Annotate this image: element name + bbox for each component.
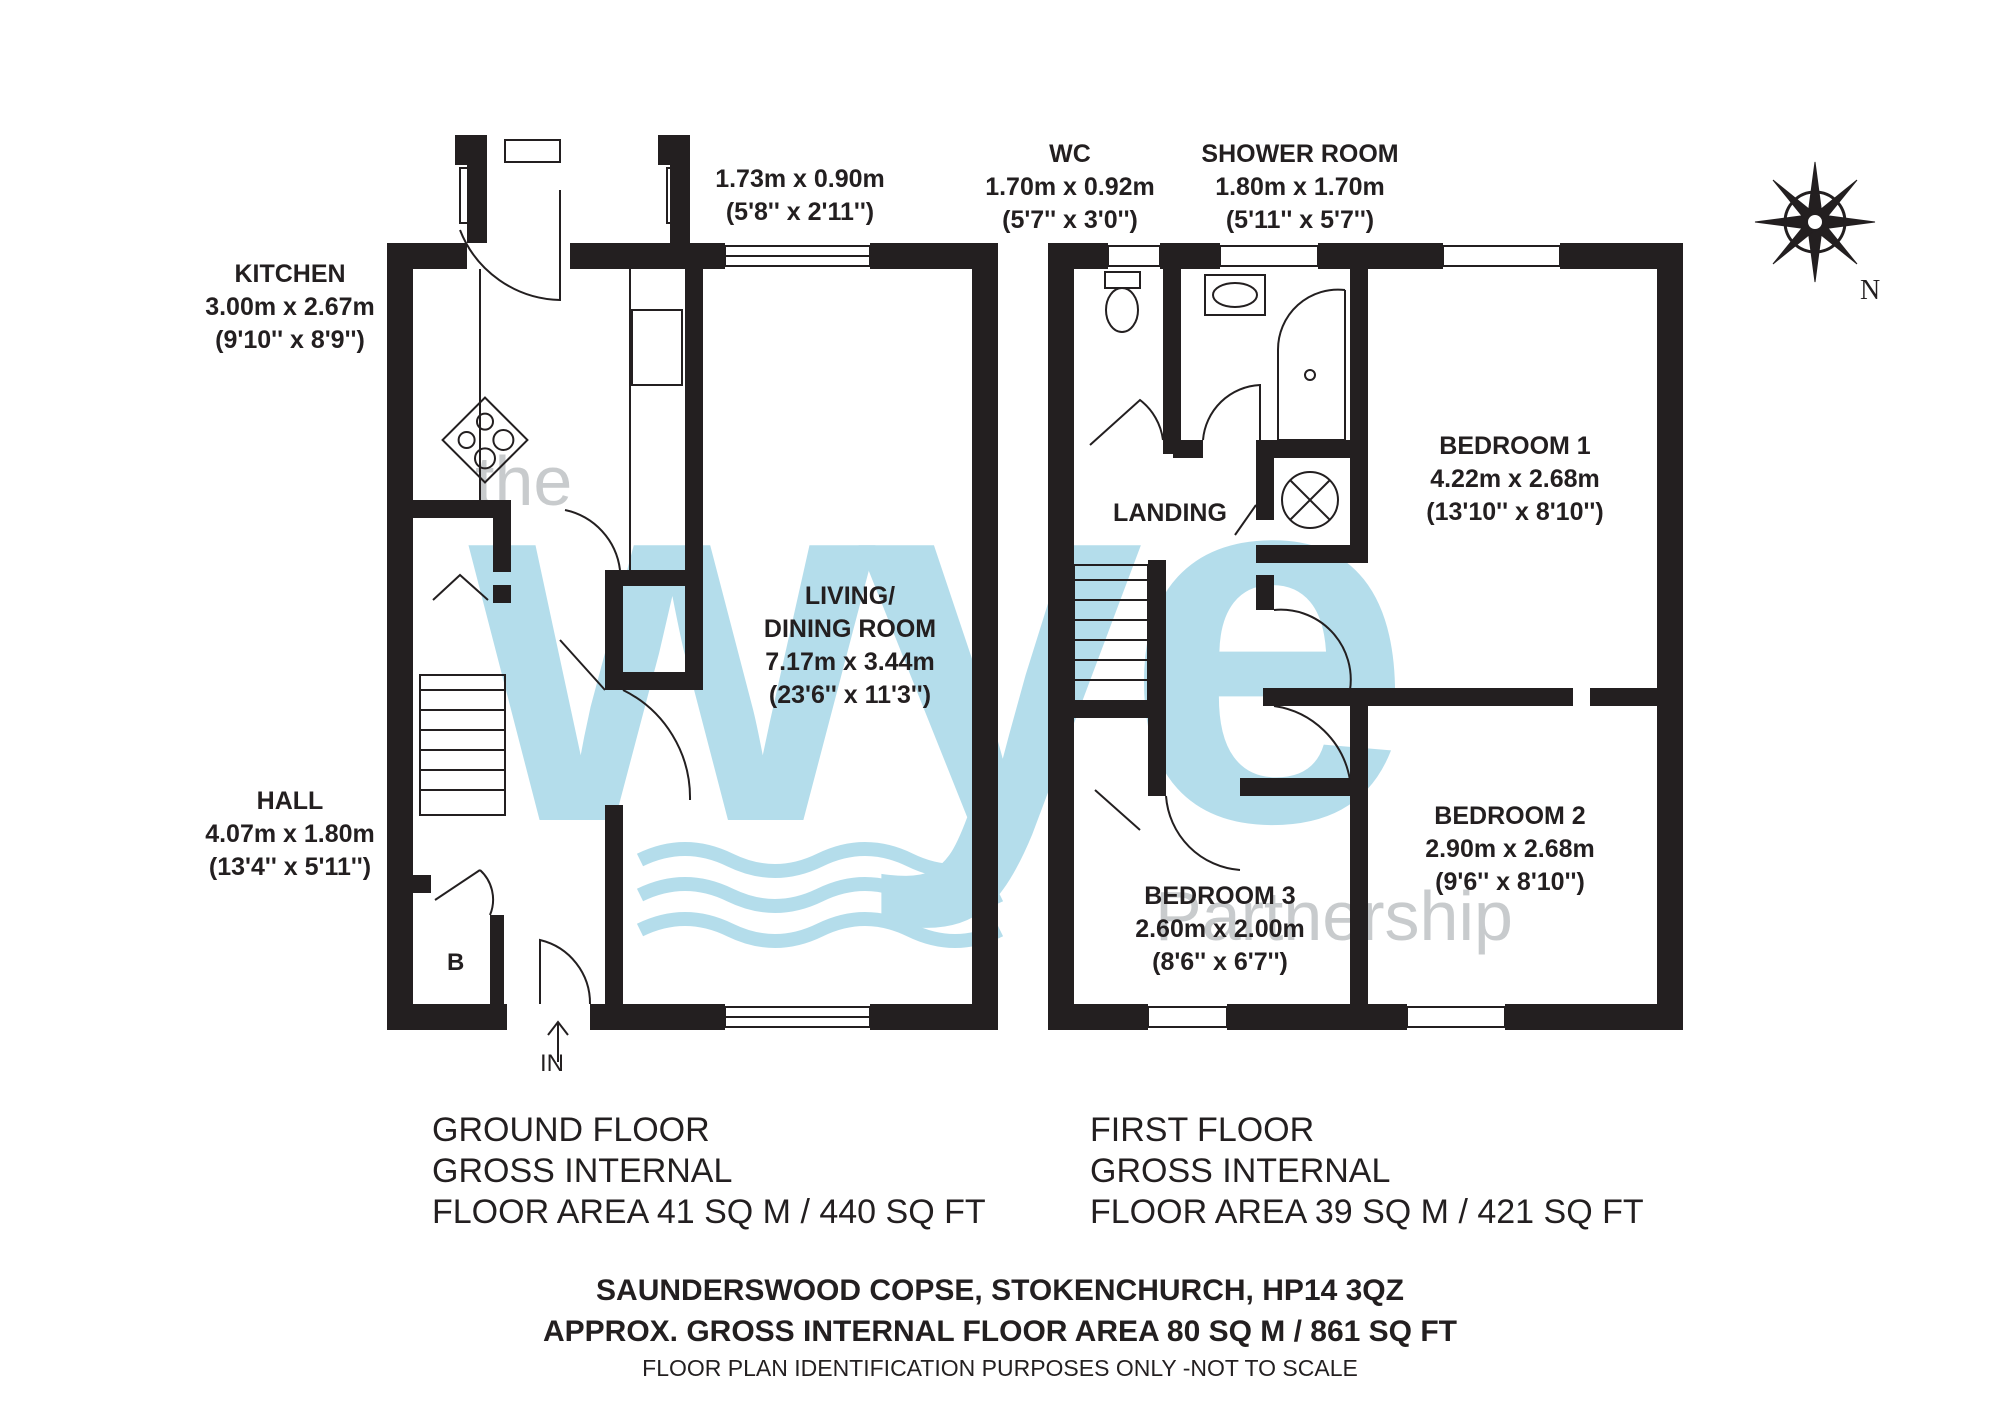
bedroom3-name: BEDROOM 3 xyxy=(1144,882,1296,910)
ground-summary-line1: GROUND FLOOR xyxy=(432,1111,710,1149)
hall-name: HALL xyxy=(256,787,324,815)
living-name-2: DINING ROOM xyxy=(763,615,937,643)
living-metric: 7.17m x 3.44m xyxy=(765,648,935,676)
ground-summary-line2: GROSS INTERNAL xyxy=(432,1152,733,1190)
bedroom1-imperial: (13'10'' x 8'10'') xyxy=(1426,498,1604,526)
address: SAUNDERSWOOD COPSE, STOKENCHURCH, HP14 3… xyxy=(596,1274,1404,1307)
wc-label: WC 1.70m x 0.92m (5'7'' x 3'0'') xyxy=(960,138,1180,237)
bedroom1-metric: 4.22m x 2.68m xyxy=(1430,465,1600,493)
living-name-1: LIVING/ xyxy=(804,582,896,610)
bedroom2-metric: 2.90m x 2.68m xyxy=(1425,835,1595,863)
hall-imperial: (13'4'' x 5'11'') xyxy=(208,853,372,881)
wc-imperial: (5'7'' x 3'0'') xyxy=(1002,206,1138,234)
landing-name: LANDING xyxy=(1113,499,1227,527)
north-label: N xyxy=(1860,275,1881,306)
bedroom2-name: BEDROOM 2 xyxy=(1434,802,1586,830)
porch-metric: 1.73m x 0.90m xyxy=(715,165,885,193)
shower-imperial: (5'11'' x 5'7'') xyxy=(1225,206,1375,234)
boiler-label: B xyxy=(447,949,464,976)
hall-metric: 4.07m x 1.80m xyxy=(205,820,375,848)
disclaimer: FLOOR PLAN IDENTIFICATION PURPOSES ONLY … xyxy=(642,1355,1358,1381)
kitchen-name: KITCHEN xyxy=(234,260,346,288)
living-dining-label: LIVING/ DINING ROOM 7.17m x 3.44m (23'6'… xyxy=(700,580,1000,712)
bedroom2-imperial: (9'6'' x 8'10'') xyxy=(1435,868,1585,896)
bedroom1-name: BEDROOM 1 xyxy=(1439,432,1591,460)
bedroom1-label: BEDROOM 1 4.22m x 2.68m (13'10'' x 8'10'… xyxy=(1375,430,1655,529)
porch-imperial: (5'8'' x 2'11'') xyxy=(725,198,875,226)
bedroom3-label: BEDROOM 3 2.60m x 2.00m (8'6'' x 6'7'') xyxy=(1100,880,1340,979)
bedroom3-metric: 2.60m x 2.00m xyxy=(1135,915,1305,943)
watermark-partnership: Partnership xyxy=(1155,877,1513,955)
first-summary-line1: FIRST FLOOR xyxy=(1090,1111,1315,1149)
total-area: APPROX. GROSS INTERNAL FLOOR AREA 80 SQ … xyxy=(542,1315,1458,1348)
first-floor-summary: FIRST FLOOR GROSS INTERNAL FLOOR AREA 39… xyxy=(1090,1110,1644,1233)
kitchen-metric: 3.00m x 2.67m xyxy=(205,293,375,321)
porch-label: 1.73m x 0.90m (5'8'' x 2'11'') xyxy=(700,163,900,229)
first-summary-line3: FLOOR AREA 39 SQ M / 421 SQ FT xyxy=(1090,1193,1644,1231)
ground-floor-fixtures xyxy=(419,139,871,1062)
wc-metric: 1.70m x 0.92m xyxy=(985,173,1155,201)
ground-summary-line3: FLOOR AREA 41 SQ M / 440 SQ FT xyxy=(432,1193,986,1231)
ground-floor-summary: GROUND FLOOR GROSS INTERNAL FLOOR AREA 4… xyxy=(432,1110,986,1233)
address-block: SAUNDERSWOOD COPSE, STOKENCHURCH, HP14 3… xyxy=(0,1270,2000,1352)
shower-name: SHOWER ROOM xyxy=(1201,140,1399,168)
hall-label: HALL 4.07m x 1.80m (13'4'' x 5'11'') xyxy=(170,785,410,884)
first-floor-plan xyxy=(1048,243,1683,1030)
kitchen-imperial: (9'10'' x 8'9'') xyxy=(215,326,365,354)
entrance-label: IN xyxy=(540,1050,564,1077)
bedroom2-label: BEDROOM 2 2.90m x 2.68m (9'6'' x 8'10'') xyxy=(1380,800,1640,899)
bedroom3-imperial: (8'6'' x 6'7'') xyxy=(1152,948,1288,976)
compass-rose-icon xyxy=(1754,161,1876,283)
shower-metric: 1.80m x 1.70m xyxy=(1215,173,1385,201)
first-summary-line2: GROSS INTERNAL xyxy=(1090,1152,1391,1190)
living-imperial: (23'6'' x 11'3'') xyxy=(768,681,932,709)
ground-floor-plan xyxy=(387,135,998,1030)
kitchen-label: KITCHEN 3.00m x 2.67m (9'10'' x 8'9'') xyxy=(165,258,415,357)
first-floor-fixtures xyxy=(1073,245,1561,1028)
shower-room-label: SHOWER ROOM 1.80m x 1.70m (5'11'' x 5'7'… xyxy=(1175,138,1425,237)
wc-name: WC xyxy=(1049,140,1091,168)
landing-label: LANDING xyxy=(1090,497,1250,530)
